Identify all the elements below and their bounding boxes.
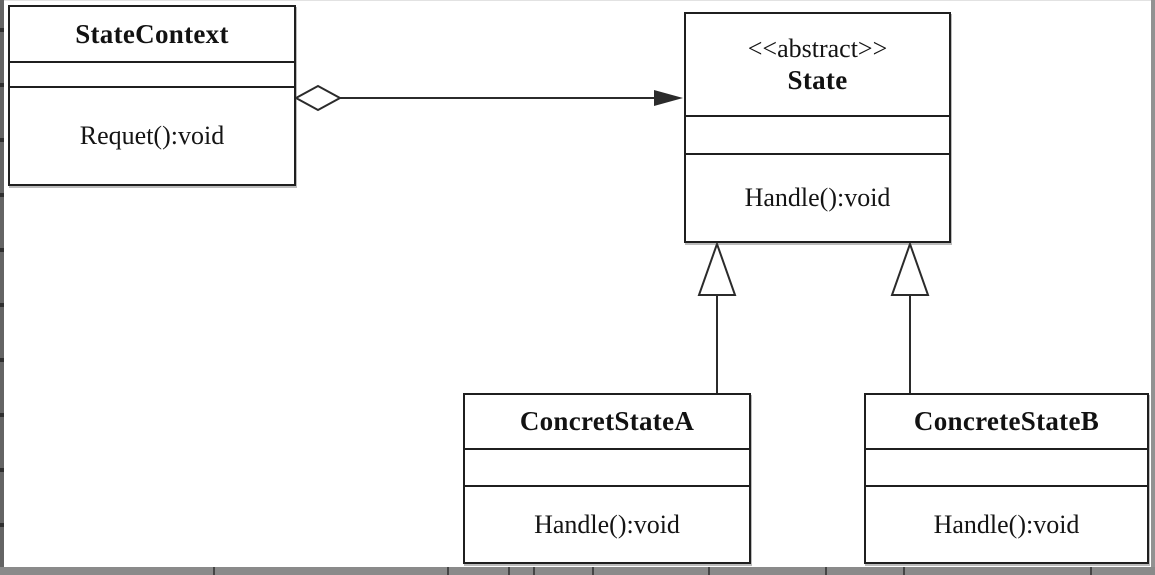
aggregation-connector [293, 84, 683, 112]
edge-tick [592, 567, 594, 575]
generalization-connector-b [890, 240, 930, 393]
methods-section: Handle():void [866, 487, 1147, 562]
edge-tick [213, 567, 215, 575]
class-name-section: ConcretStateA [465, 395, 749, 450]
edge-tick [1090, 567, 1092, 575]
methods-section: Handle():void [686, 155, 949, 241]
edge-tick [0, 523, 4, 527]
edge-tick [508, 567, 510, 575]
method-label: Handle():void [933, 509, 1080, 539]
class-statecontext: StateContext Requet():void [8, 5, 296, 186]
aggregation-diamond-icon [293, 84, 343, 112]
edge-tick [447, 567, 449, 575]
inheritance-triangle-icon [890, 240, 930, 296]
top-edge-artifact [0, 0, 1155, 1]
method-label: Handle():void [534, 509, 680, 539]
attributes-section [10, 63, 294, 88]
class-name: ConcretStateA [519, 406, 695, 436]
edge-tick [903, 567, 905, 575]
attributes-section [686, 117, 949, 155]
generalization-connector-a [697, 240, 737, 393]
edge-tick [0, 303, 4, 307]
right-edge-artifact [1151, 0, 1155, 575]
edge-tick [0, 83, 4, 87]
arrowhead-icon [654, 90, 683, 106]
inheritance-triangle-icon [697, 240, 737, 296]
class-name: StateContext [75, 18, 229, 49]
class-name-section: ConcreteStateB [866, 395, 1147, 450]
class-concretestateb: ConcreteStateB Handle():void [864, 393, 1149, 564]
edge-tick [0, 248, 4, 252]
stereotype-label: <<abstract>> [747, 34, 888, 64]
methods-section: Requet():void [10, 88, 294, 184]
edge-tick [0, 28, 4, 32]
class-name: State [787, 64, 848, 95]
attributes-section [866, 450, 1147, 487]
edge-tick [0, 193, 4, 197]
edge-tick [0, 358, 4, 362]
edge-tick [825, 567, 827, 575]
class-name-section: StateContext [10, 7, 294, 63]
methods-section: Handle():void [465, 487, 749, 562]
edge-tick [708, 567, 710, 575]
edge-tick [0, 468, 4, 472]
method-label: Requet():void [79, 121, 225, 150]
class-concretstatea: ConcretStateA Handle():void [463, 393, 751, 564]
attributes-section [465, 450, 749, 487]
edge-tick [0, 138, 4, 142]
method-label: Handle():void [744, 183, 891, 212]
edge-tick [533, 567, 535, 575]
class-state: <<abstract>> State Handle():void [684, 12, 951, 243]
edge-tick [0, 413, 4, 417]
class-name-section: <<abstract>> State [686, 14, 949, 117]
class-name: ConcreteStateB [913, 406, 1100, 436]
bottom-edge-artifact [0, 567, 1155, 575]
left-edge-artifact [0, 0, 4, 575]
